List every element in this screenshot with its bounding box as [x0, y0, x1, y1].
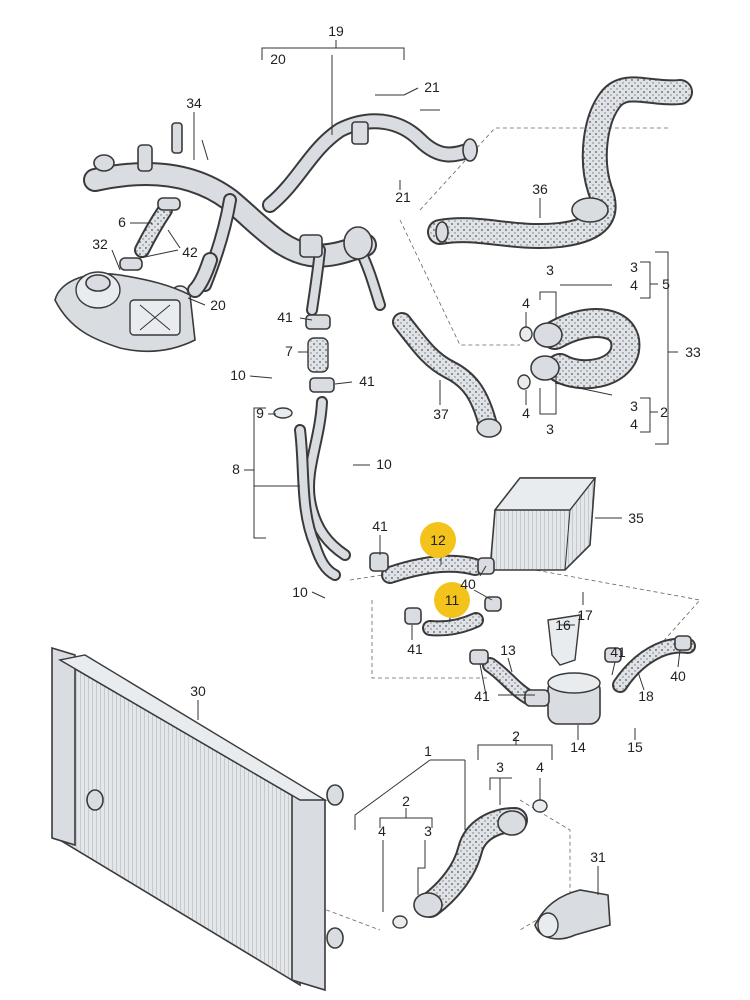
callout-4: 4 — [522, 295, 530, 311]
callout-2: 2 — [402, 793, 410, 809]
coolant-flange-31 — [534, 889, 611, 940]
callout-2: 2 — [660, 404, 668, 420]
callout-9: 9 — [256, 405, 264, 421]
callout-4: 4 — [630, 277, 638, 293]
callout-13: 13 — [500, 642, 516, 658]
callout-14: 14 — [570, 739, 586, 755]
hose-assembly-33 — [517, 308, 641, 390]
callout-2: 2 — [512, 728, 520, 744]
bracket-16 — [547, 614, 581, 666]
callout-10: 10 — [376, 456, 392, 472]
callout-1: 1 — [424, 743, 432, 759]
hose-18 — [604, 635, 696, 693]
hose-37 — [392, 312, 502, 438]
callout-3: 3 — [546, 421, 554, 437]
callout-11: 11 — [445, 592, 460, 608]
callout-5: 5 — [662, 276, 670, 292]
callout-3: 3 — [630, 259, 638, 275]
callout-18: 18 — [638, 688, 654, 704]
highlight-badge-11 — [434, 582, 470, 618]
callout-16: 16 — [555, 617, 571, 633]
callout-4: 4 — [522, 405, 530, 421]
callout-3: 3 — [496, 759, 504, 775]
leader-lines — [111, 40, 681, 912]
callout-33: 33 — [685, 344, 701, 360]
callout-21: 21 — [424, 79, 440, 95]
callout-3: 3 — [424, 823, 432, 839]
callout-20: 20 — [270, 51, 286, 67]
callout-10: 10 — [230, 367, 246, 383]
radiator-30 — [51, 646, 344, 992]
hose-11 — [404, 596, 502, 637]
callout-21: 21 — [395, 189, 411, 205]
pipe-8 — [273, 396, 351, 581]
callout-37: 37 — [433, 406, 449, 422]
callout-3: 3 — [630, 398, 638, 414]
thermostat-housing-32 — [54, 271, 196, 353]
callout-42: 42 — [182, 244, 198, 260]
hose-36 — [427, 76, 693, 250]
callout-20: 20 — [210, 297, 226, 313]
hose-12 — [369, 552, 495, 584]
auxiliary-pump-14 — [524, 672, 601, 725]
oil-cooler-35 — [489, 477, 597, 571]
callout-36: 36 — [532, 181, 548, 197]
callout-12: 12 — [430, 532, 446, 548]
hose-7-and-clamps — [305, 314, 335, 393]
callout-4: 4 — [378, 823, 386, 839]
callout-41: 41 — [407, 641, 423, 657]
callout-31: 31 — [590, 849, 606, 865]
callout-41: 41 — [359, 373, 375, 389]
callout-7: 7 — [285, 343, 293, 359]
callout-41: 41 — [277, 309, 293, 325]
callout-4: 4 — [536, 759, 544, 775]
callout-41: 41 — [372, 518, 388, 534]
callout-32: 32 — [92, 236, 108, 252]
callout-labels: 19 20 21 21 34 6 42 32 20 36 3 3 4 4 5 3… — [92, 23, 701, 865]
callout-40: 40 — [460, 576, 476, 592]
callout-4: 4 — [630, 416, 638, 432]
coolant-pipe-assembly-19 — [83, 113, 478, 316]
callout-41: 41 — [610, 644, 626, 660]
callout-6: 6 — [118, 214, 126, 230]
callout-15: 15 — [627, 739, 643, 755]
callout-34: 34 — [186, 95, 202, 111]
callout-30: 30 — [190, 683, 206, 699]
hose-1 — [392, 799, 548, 929]
callout-35: 35 — [628, 510, 644, 526]
highlight-badge-12 — [420, 522, 456, 558]
small-hose-6 — [119, 197, 181, 271]
callout-8: 8 — [232, 461, 240, 477]
callout-3: 3 — [546, 262, 554, 278]
callout-17: 17 — [577, 607, 593, 623]
callout-19: 19 — [328, 23, 344, 39]
callout-41: 41 — [474, 688, 490, 704]
callout-40: 40 — [670, 668, 686, 684]
callout-10: 10 — [292, 584, 308, 600]
